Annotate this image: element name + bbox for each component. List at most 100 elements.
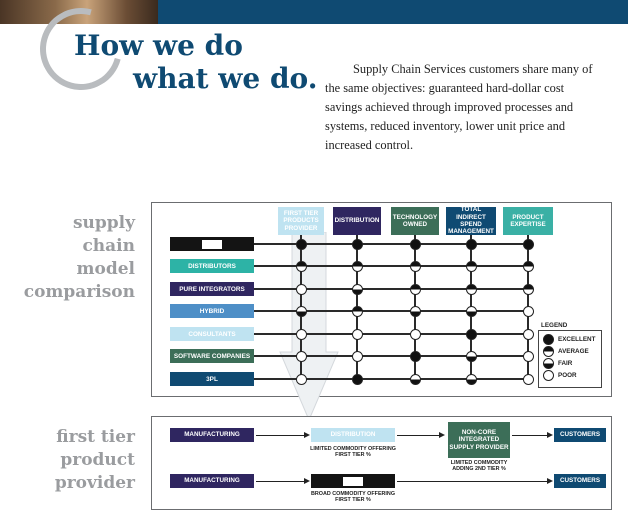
header-color-bar [158,0,628,24]
rating-dot-fair [352,284,363,295]
rating-dot-fair [466,351,477,362]
page-title-line1: How we do [74,29,243,62]
side-label-line: model [76,259,136,279]
flow-noncore-caption: LIMITED COMMODITY ADDING 2ND TIER % [450,460,508,473]
flow-arrow-line [397,481,549,482]
rating-dot-average [523,284,534,295]
flow-manufacturing-box: MANUFACTURING [170,428,254,442]
rating-dot-excellent [352,239,363,250]
flow-distribution-box: DISTRIBUTION [311,428,395,442]
rating-dot-fair [410,306,421,317]
row-label-distributors: DISTRIBUTORS [170,259,254,273]
rating-dot-excellent [296,239,307,250]
side-label-line: chain [82,236,135,256]
rating-dot-poor [410,329,421,340]
rating-dot-fair [466,306,477,317]
column-header-label: TECHNOLOGY OWNED [392,213,438,228]
matrix-row-line [254,310,528,312]
rating-dot-poor [296,329,307,340]
rating-dot-excellent [352,374,363,385]
rating-dot-average [352,261,363,272]
rating-dot-average [296,261,307,272]
flow-white-chip [343,476,363,486]
side-label-line: provider [54,473,135,493]
matrix-row-line [254,378,528,380]
column-header-product-expertise: PRODUCT EXPERTISE [503,207,553,235]
matrix-row-line [254,333,528,335]
flow-arrow-line [256,435,306,436]
flow-manufacturing-box-2: MANUFACTURING [170,474,254,488]
rating-dot-excellent [466,239,477,250]
rating-dot-excellent [410,351,421,362]
flow-firsttier-caption: BROAD COMMODITY OFFERING FIRST TIER % [310,491,396,504]
flow-firsttier-box [311,474,395,488]
rating-dot-poor [296,374,307,385]
matrix-row-line [254,243,528,245]
rating-dot-average [410,284,421,295]
side-label-first-tier: first tier product provider [10,426,135,495]
column-header-label: DISTRIBUTION [334,217,380,225]
matrix-row-line [254,288,528,290]
rating-dot-poor [352,351,363,362]
column-header-label: TOTAL INDIRECT SPEND MANAGEMENT [448,206,494,236]
rating-dot-poor [523,306,534,317]
rating-dot-poor [296,351,307,362]
flow-arrowhead [439,432,445,438]
flow-arrow-line [397,435,441,436]
down-arrow-graphic [279,232,339,422]
side-label-line: first tier [56,427,135,447]
rating-dot-excellent [410,239,421,250]
column-header-label: FIRST TIER PRODUCTS PROVIDER [283,209,319,232]
row-label-software-companies: SOFTWARE COMPANIES [170,349,254,363]
column-header-label: PRODUCT EXPERTISE [510,213,546,228]
rating-dot-poor [523,351,534,362]
flow-arrow-line [512,435,549,436]
rating-dot-average [352,306,363,317]
row-label-3pl: 3PL [170,372,254,386]
flow-arrow-line [256,481,306,482]
flow-noncore-box: NON-CORE INTEGRATED SUPPLY PROVIDER [448,422,510,458]
flow-arrowhead [547,432,553,438]
legend-dot-average [543,346,554,357]
rating-dot-excellent [523,239,534,250]
side-label-model-comparison: supply chain model comparison [10,212,135,304]
rating-dot-poor [523,329,534,340]
flow-arrowhead [304,432,310,438]
page-title-line2: what we do. [133,62,318,95]
matrix-row-line [254,355,528,357]
intro-paragraph: Supply Chain Services customers share ma… [325,62,593,152]
legend-dot-excellent [543,334,554,345]
legend-dot-poor [543,370,554,381]
column-header-total-indirect-spend: TOTAL INDIRECT SPEND MANAGEMENT [446,206,496,236]
flow-arrowhead [547,478,553,484]
side-label-line: comparison [23,282,135,302]
row-label-pure-integrators: PURE INTEGRATORS [170,282,254,296]
legend-label-poor: POOR [558,372,577,379]
rating-dot-fair [466,374,477,385]
matrix-row-line [254,265,528,267]
flow-arrowhead [304,478,310,484]
rating-dot-average [466,261,477,272]
side-label-line: product [60,450,135,470]
legend-label-fair: FAIR [558,360,573,367]
rating-dot-excellent [466,329,477,340]
legend-dot-fair [543,358,554,369]
column-header-first-tier: FIRST TIER PRODUCTS PROVIDER [278,207,324,235]
rating-dot-poor [296,284,307,295]
rating-dot-average [410,261,421,272]
legend-label-excellent: EXCELLENT [558,336,596,343]
flow-distribution-caption: LIMITED COMMODITY OFFERING FIRST TIER % [310,446,396,459]
legend-title: LEGEND [541,322,568,329]
flow-customers-box-2: CUSTOMERS [554,474,606,488]
flow-customers-box: CUSTOMERS [554,428,606,442]
column-header-technology-owned: TECHNOLOGY OWNED [391,207,439,235]
rating-dot-average [466,284,477,295]
row-label-white-chip [202,239,222,249]
side-label-line: supply [72,213,135,233]
row-label-consultants: CONSULTANTS [170,327,254,341]
row-label-firsttier-provider [170,237,254,251]
rating-dot-poor [523,374,534,385]
header-photo-strip [0,0,158,24]
rating-dot-average [523,261,534,272]
column-header-distribution: DISTRIBUTION [333,207,381,235]
